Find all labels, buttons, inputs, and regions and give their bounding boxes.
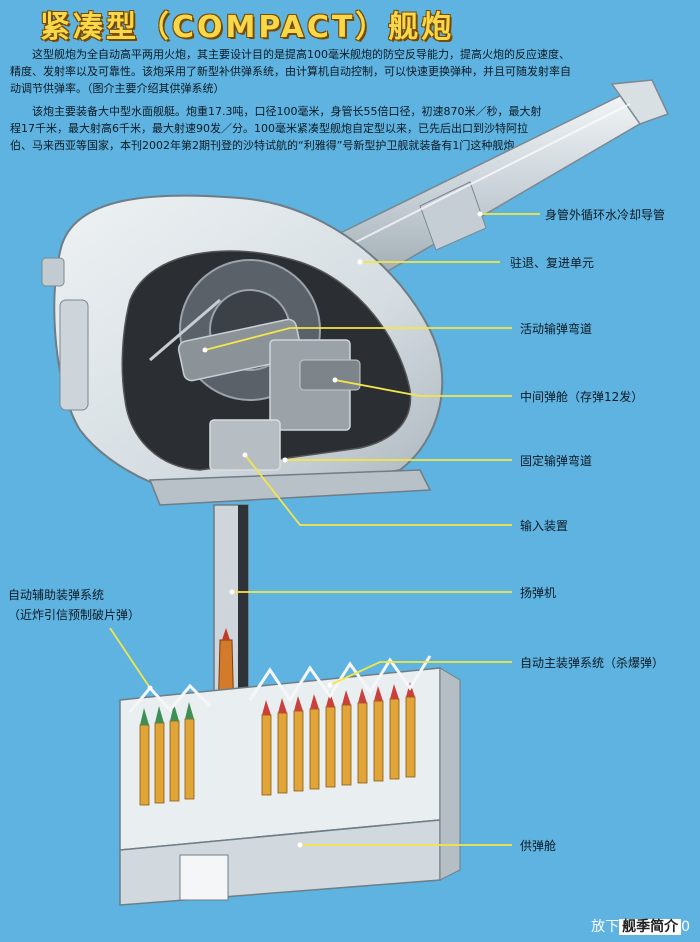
label-barrel-cooling: 身管外循环水冷却导管 (545, 208, 666, 222)
gun-barrel (329, 79, 670, 294)
label-fixed-chute: 固定输弹弯道 (520, 454, 593, 468)
label-aux-loading-sub: （近炸引信预制破片弹） (8, 608, 141, 622)
watermark-prefix: 放下 (591, 919, 620, 935)
page-title: 紧凑型（COMPACT）舰炮 (40, 10, 455, 45)
spec-paragraph: 该炮主要装备大中型水面舰艇。炮重17.3吨，口径100毫米，身管长55倍口径，初… (10, 105, 542, 152)
watermark-boxed: 舰季简介 (619, 919, 682, 935)
leader-dots (147, 211, 483, 848)
label-aux-loading: 自动辅助装弹系统 (8, 588, 105, 602)
label-magazine: 供弹舱 (520, 839, 557, 853)
leader-lines (109, 213, 540, 846)
label-intermediate-magazine: 中间弹舱（存弹12发） (520, 390, 644, 404)
shell-rows (128, 655, 432, 806)
label-hoist: 扬弹机 (520, 586, 557, 600)
turret-interior-cutaway (121, 250, 412, 471)
label-movable-chute: 活动输弹弯道 (520, 322, 593, 336)
watermark-suffix: 0 (681, 919, 690, 935)
label-main-loading: 自动主装弹系统（杀爆弹） (520, 656, 665, 670)
turret-base (148, 469, 432, 506)
label-input-device: 输入装置 (520, 519, 569, 533)
intro-paragraph: 这型舰炮为全自动高平两用火炮，其主要设计目的是提高100毫米舰炮的防空反导能力，… (10, 48, 571, 95)
label-recoil-unit: 驻退、复进单元 (510, 256, 595, 270)
